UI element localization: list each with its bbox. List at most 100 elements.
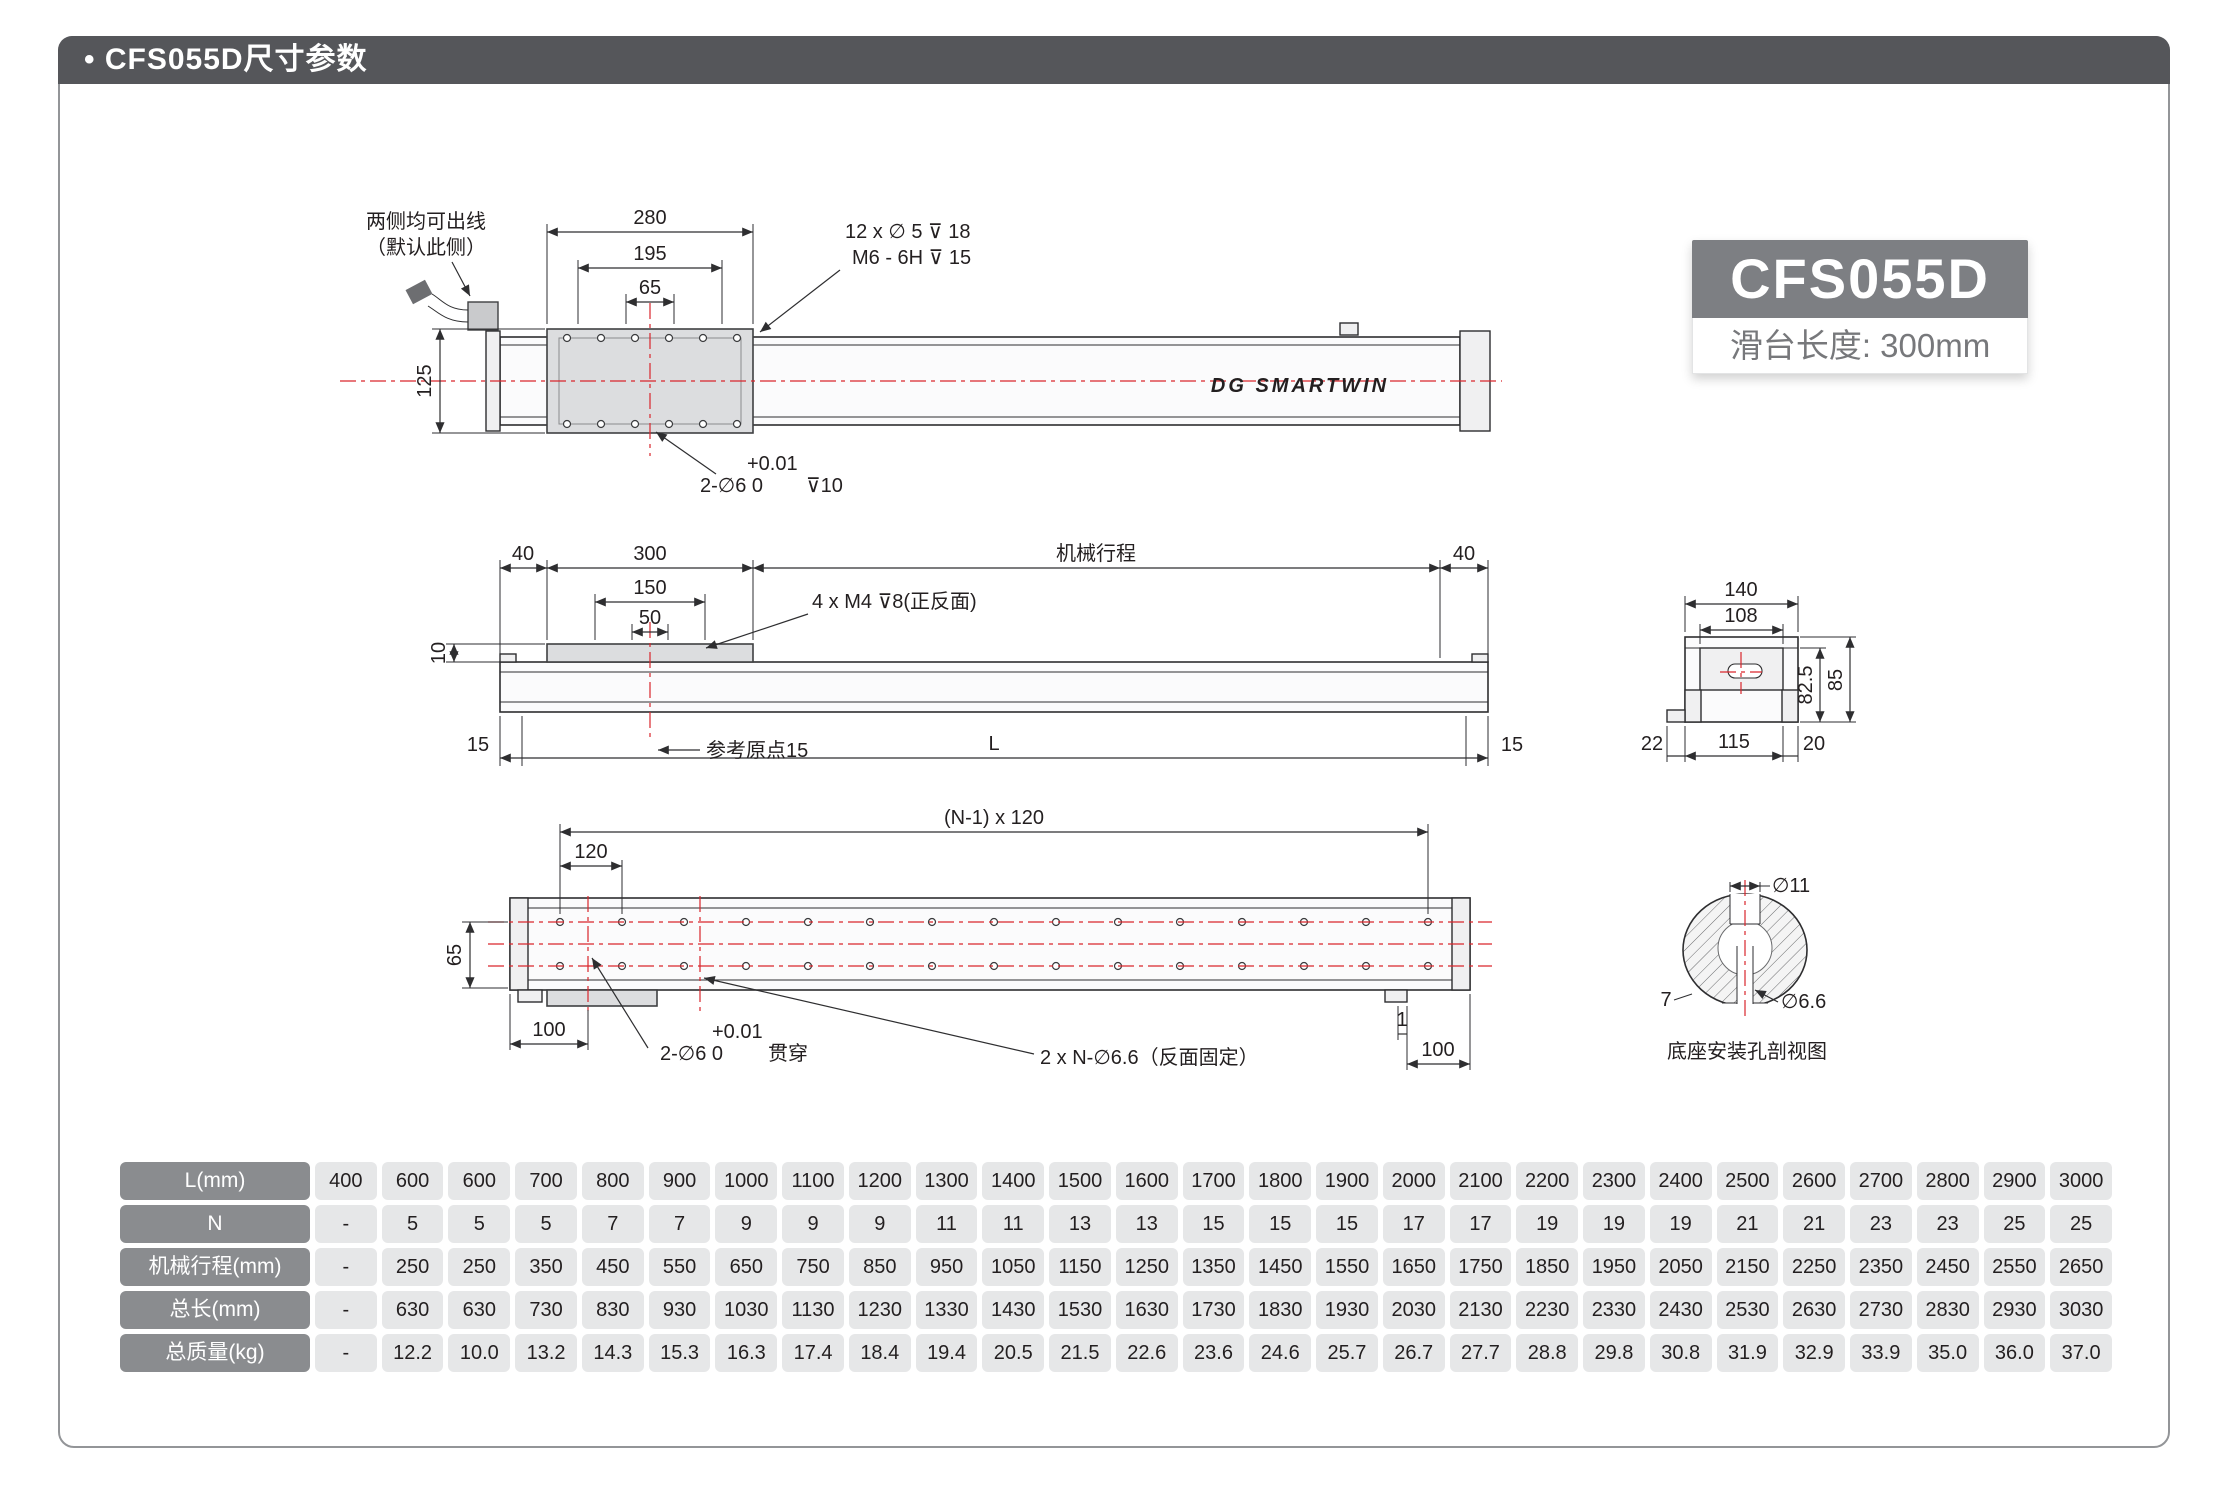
table-cell: 31.9: [1716, 1334, 1779, 1372]
table-cell: 750: [782, 1248, 844, 1286]
dim-50: 50: [639, 607, 661, 629]
model-name: CFS055D: [1692, 240, 2028, 318]
table-cell: 1300: [915, 1162, 978, 1200]
page-title: • CFS055D尺寸参数: [58, 36, 2170, 84]
sensor-block: [1339, 322, 1359, 336]
dim-15-left: 15: [467, 734, 489, 756]
dim-d11: ∅11: [1772, 875, 1810, 897]
table-cell: 23.6: [1182, 1334, 1245, 1372]
table-cell: 2550: [1983, 1248, 2046, 1286]
dim-140: 140: [1724, 579, 1757, 601]
table-cell: 3000: [2050, 1162, 2112, 1200]
dim-280: 280: [633, 207, 666, 229]
dim-40-left: 40: [512, 543, 534, 565]
table-cell: 700: [515, 1162, 577, 1200]
table-cell: 2000: [1382, 1162, 1445, 1200]
table-cell: 15: [1249, 1205, 1312, 1243]
table-cell: 250: [381, 1248, 444, 1286]
table-cell: 9: [782, 1205, 844, 1243]
table-cell: 1700: [1182, 1162, 1245, 1200]
dim-65-bottom: 65: [444, 944, 466, 966]
table-cell: 2050: [1649, 1248, 1712, 1286]
table-cell: 15: [1182, 1205, 1245, 1243]
table-cell: 1950: [1583, 1248, 1645, 1286]
row-header: 总质量(kg): [120, 1334, 310, 1372]
table-cell: 850: [848, 1248, 911, 1286]
dim-300: 300: [633, 543, 666, 565]
table-cell: 20.5: [982, 1334, 1045, 1372]
row-header: N: [120, 1205, 310, 1243]
dim-65: 65: [639, 277, 661, 299]
dim-15-right: 15: [1501, 734, 1523, 756]
side-view: 40 300 机械行程 40 150 50 10 15 L 15 4 x M4 …: [428, 542, 1523, 766]
table-cell: 2800: [1916, 1162, 1979, 1200]
carriage-screws-bottom: [562, 419, 742, 429]
table-cell: 2300: [1583, 1162, 1645, 1200]
table-cell: 2030: [1382, 1291, 1445, 1329]
table-cell: -: [315, 1334, 377, 1372]
table-cell: 2930: [1983, 1291, 2046, 1329]
row-header: 机械行程(mm): [120, 1248, 310, 1286]
table-cell: 950: [915, 1248, 978, 1286]
table-cell: 5: [448, 1205, 511, 1243]
pin-note: 2-∅6 0: [700, 475, 763, 497]
table-cell: 2500: [1716, 1162, 1779, 1200]
table-cell: 550: [648, 1248, 711, 1286]
table-cell: 830: [581, 1291, 644, 1329]
origin-note: 参考原点15: [706, 739, 808, 762]
table-cell: -: [315, 1291, 377, 1329]
table-cell: 17.4: [782, 1334, 844, 1372]
table-cell: 400: [315, 1162, 377, 1200]
table-cell: 29.8: [1583, 1334, 1645, 1372]
table-cell: 11: [982, 1205, 1045, 1243]
table-cell: 730: [515, 1291, 577, 1329]
table-cell: 1230: [848, 1291, 911, 1329]
hole-note-line1: 12 x ∅ 5 ⊽ 18: [845, 221, 970, 243]
table-cell: 26.7: [1382, 1334, 1445, 1372]
table-cell: 1800: [1249, 1162, 1312, 1200]
table-cell: 2830: [1916, 1291, 1979, 1329]
table-cell: 1500: [1049, 1162, 1111, 1200]
table-cell: 3030: [2050, 1291, 2112, 1329]
row-header: L(mm): [120, 1162, 310, 1200]
table-cell: 2900: [1983, 1162, 2046, 1200]
table-cell: 13.2: [515, 1334, 577, 1372]
table-cell: 350: [515, 1248, 577, 1286]
table-cell: 23: [1916, 1205, 1979, 1243]
table-cell: 2730: [1850, 1291, 1912, 1329]
profile-slot: [1727, 663, 1763, 679]
table-cell: 13: [1115, 1205, 1178, 1243]
table-cell: 1730: [1182, 1291, 1245, 1329]
table-cell: 600: [381, 1162, 444, 1200]
dim-195: 195: [633, 243, 666, 265]
tap-note: 4 x M4 ⊽8(正反面): [812, 590, 977, 613]
dim-pitch-total: (N-1) x 120: [944, 807, 1044, 829]
table-cell: 2450: [1916, 1248, 1979, 1286]
table-cell: 1830: [1249, 1291, 1312, 1329]
pin-tolerance: +0.01: [747, 453, 798, 475]
table-cell: 22.6: [1115, 1334, 1178, 1372]
pin-tolerance-bottom: +0.01: [712, 1021, 763, 1043]
table-cell: 250: [448, 1248, 511, 1286]
row-header: 总长(mm): [120, 1291, 310, 1329]
table-cell: 1400: [982, 1162, 1045, 1200]
table-cell: 2350: [1850, 1248, 1912, 1286]
dim-d66: ∅6.6: [1781, 991, 1826, 1013]
table-cell: 1450: [1249, 1248, 1312, 1286]
table-cell: 10.0: [448, 1334, 511, 1372]
mount-foot: [1384, 989, 1408, 1003]
table-cell: 5: [515, 1205, 577, 1243]
cable-note-line2: （默认此侧）: [366, 236, 486, 259]
pin-depth: ⊽10: [806, 475, 843, 497]
table-cell: 15.3: [648, 1334, 711, 1372]
actuator-body-side: [499, 661, 1489, 713]
table-cell: 19: [1583, 1205, 1645, 1243]
table-cell: 1750: [1449, 1248, 1512, 1286]
table-cell: 14.3: [581, 1334, 644, 1372]
cable-note-line1: 两侧均可出线: [366, 210, 486, 233]
table-cell: -: [315, 1205, 377, 1243]
table-cell: 630: [381, 1291, 444, 1329]
table-cell: 1130: [782, 1291, 844, 1329]
table-cell: 1650: [1382, 1248, 1445, 1286]
table-cell: 19: [1649, 1205, 1712, 1243]
